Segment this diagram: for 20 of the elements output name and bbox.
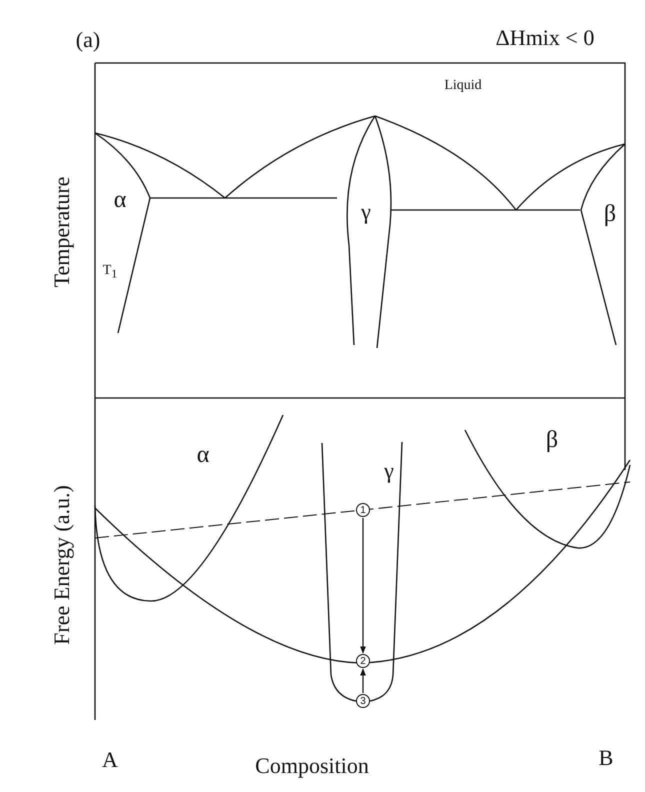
phase-label: α (196, 443, 210, 467)
condition-label: ΔHmix < 0 (496, 27, 594, 49)
step-marker: 3 (356, 694, 370, 708)
phase-label: γ (361, 201, 371, 223)
arrow (360, 518, 366, 654)
axis-end-label: A (102, 749, 118, 771)
region-label: Liquid (444, 79, 482, 93)
axis-title: Composition (255, 755, 369, 777)
panel-label: (a) (76, 29, 100, 51)
step-marker: 1 (356, 503, 370, 517)
phase-label: β (546, 428, 558, 452)
axis-title: Temperature (51, 176, 73, 288)
phase-label: γ (384, 460, 394, 482)
temperature-mark: T$_{1}$ (102, 264, 118, 280)
phase-label: α (114, 188, 126, 212)
phase-label: β (604, 202, 616, 226)
arrow (360, 668, 366, 693)
axis-end-label: B (598, 747, 614, 769)
step-marker: 2 (356, 654, 370, 668)
axis-title: Free Energy (a.u.) (51, 485, 73, 645)
